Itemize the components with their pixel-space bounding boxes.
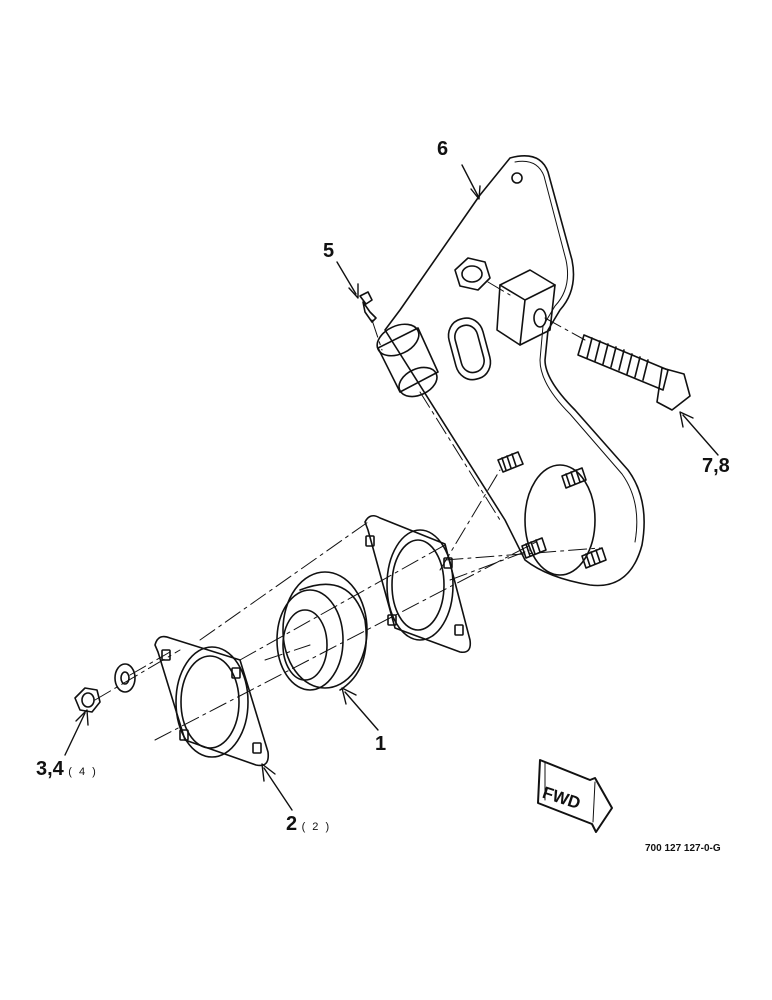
callout-6: 6	[437, 138, 449, 160]
alignment-lines	[94, 281, 601, 741]
studs	[497, 451, 607, 569]
flange-rear	[364, 514, 472, 654]
bushing	[376, 323, 439, 398]
lock-washer	[114, 663, 136, 693]
flange-nut	[74, 687, 101, 713]
callout-5: 5	[323, 240, 335, 262]
bearing	[276, 571, 368, 691]
mounting-plate	[384, 155, 645, 587]
callout-1: 1	[375, 733, 387, 755]
drawing-number: 700 127 127-0-G	[645, 843, 721, 854]
callout-2-qty: ( 2 )	[301, 821, 332, 833]
flange-front	[154, 635, 270, 767]
callout-7-8: 7,8	[702, 455, 730, 477]
callout-3-4-qty: ( 4 )	[68, 766, 98, 778]
callout-3-4: 3,4 ( 4 )	[36, 758, 98, 781]
callout-2-number: 2	[286, 813, 298, 835]
hex-nut	[454, 257, 491, 291]
callout-2: 2 ( 2 )	[286, 813, 331, 836]
forward-arrow	[537, 759, 613, 833]
grease-fitting	[359, 291, 377, 323]
adjuster-block	[496, 269, 556, 346]
callout-3-4-number: 3,4	[36, 758, 64, 780]
leader-lines	[64, 164, 719, 811]
carriage-bolt	[577, 334, 691, 411]
